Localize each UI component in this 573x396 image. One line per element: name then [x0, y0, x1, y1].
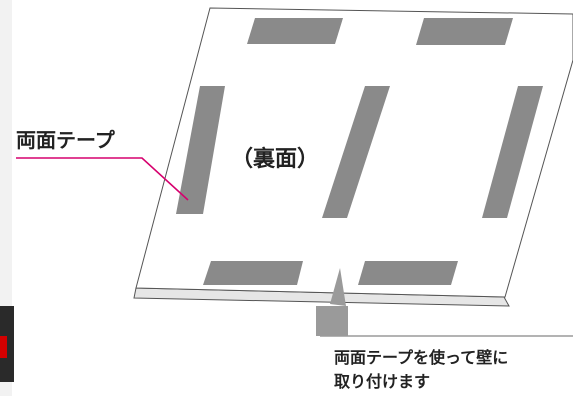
tape-callout-line [16, 157, 189, 201]
left-edge-strip [0, 0, 12, 396]
tape-strip-bottom-right [358, 261, 458, 285]
tape-strip-bottom-left [203, 261, 303, 285]
caption-pointer-stem [316, 306, 348, 336]
tape-strip-top-right [416, 18, 513, 45]
tape-strip-right [482, 86, 543, 218]
back-side-label: （裏面） [231, 147, 320, 172]
tape-strip-left [176, 86, 225, 214]
caption-line-1: 両面テープを使って壁に [334, 348, 509, 367]
edge-badge [0, 306, 14, 382]
tape-strip-center [322, 86, 390, 218]
caption-pointer [330, 268, 346, 306]
red-edge-mark [0, 336, 7, 358]
mounting-instruction-caption: 両面テープを使って壁に 取り付けます [334, 346, 570, 394]
caption-line-2: 取り付けます [334, 372, 431, 391]
tape-strip-top-left [247, 18, 343, 44]
double-sided-tape-label: 両面テープ [16, 128, 115, 152]
